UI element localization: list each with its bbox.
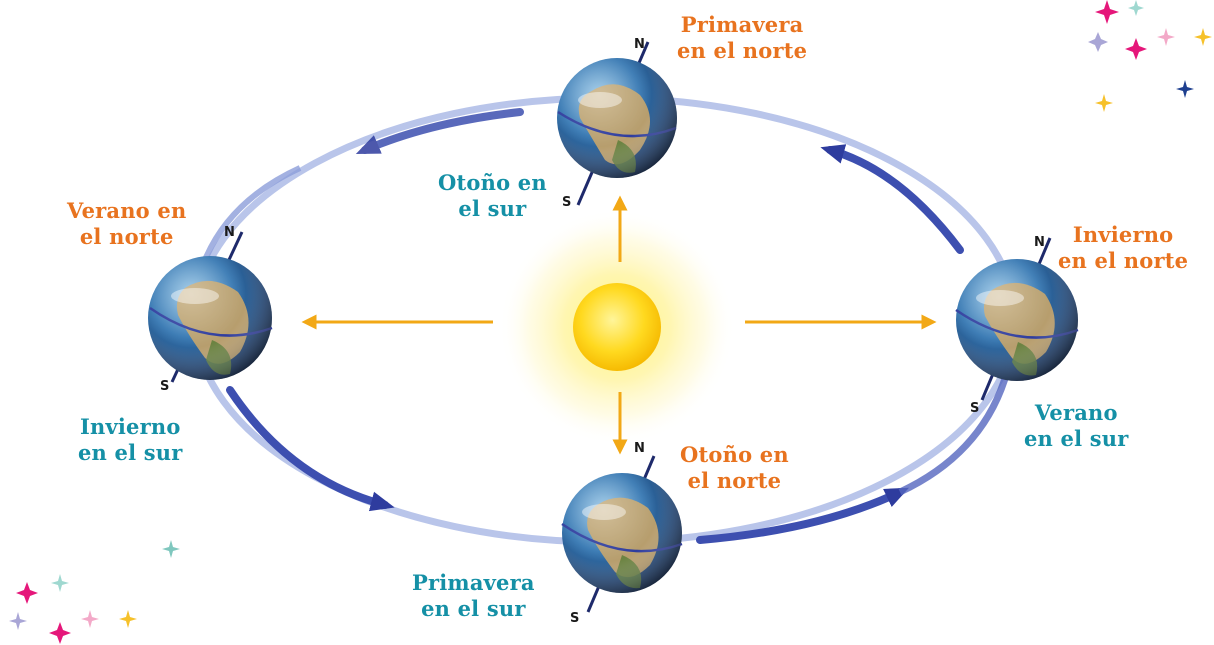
north-pole-label: N (1034, 235, 1045, 250)
label-summer-south: Verano en el sur (1024, 400, 1129, 451)
earth-left: N S (148, 225, 273, 394)
orbit-arrow-bottom-left (226, 386, 395, 512)
label-summer-north: Verano en el norte (67, 198, 187, 249)
earth-top: N S (557, 37, 677, 210)
label-winter-north: Invierno en el norte (1058, 222, 1189, 273)
north-pole-label: N (634, 441, 645, 456)
sparkles-bottom-left (9, 540, 180, 644)
south-pole-label: S (570, 611, 579, 626)
north-pole-label: N (224, 225, 235, 240)
orbit-segment-left-upper (202, 165, 302, 262)
label-winter-south: Invierno en el sur (78, 414, 183, 465)
south-pole-label: S (970, 401, 979, 416)
orbit-segment-right-lower (898, 359, 1014, 496)
label-spring-north: Primavera en el norte (677, 12, 808, 63)
orbit-arrow-top-left (355, 108, 524, 154)
sparkles-top-right (1088, 0, 1212, 112)
label-spring-south: Primavera en el sur (412, 570, 535, 621)
label-autumn-south: Otoño en el sur (438, 170, 547, 221)
earth-right: N S (955, 235, 1079, 416)
earth-bottom: N S (561, 441, 683, 626)
orbit-arrow-bottom-right (696, 487, 910, 544)
sun (573, 283, 661, 371)
north-pole-label: N (634, 37, 645, 52)
orbit-arrow-top-right (820, 144, 964, 254)
south-pole-label: S (160, 379, 169, 394)
label-autumn-north: Otoño en el norte (680, 442, 789, 493)
south-pole-label: S (562, 195, 571, 210)
